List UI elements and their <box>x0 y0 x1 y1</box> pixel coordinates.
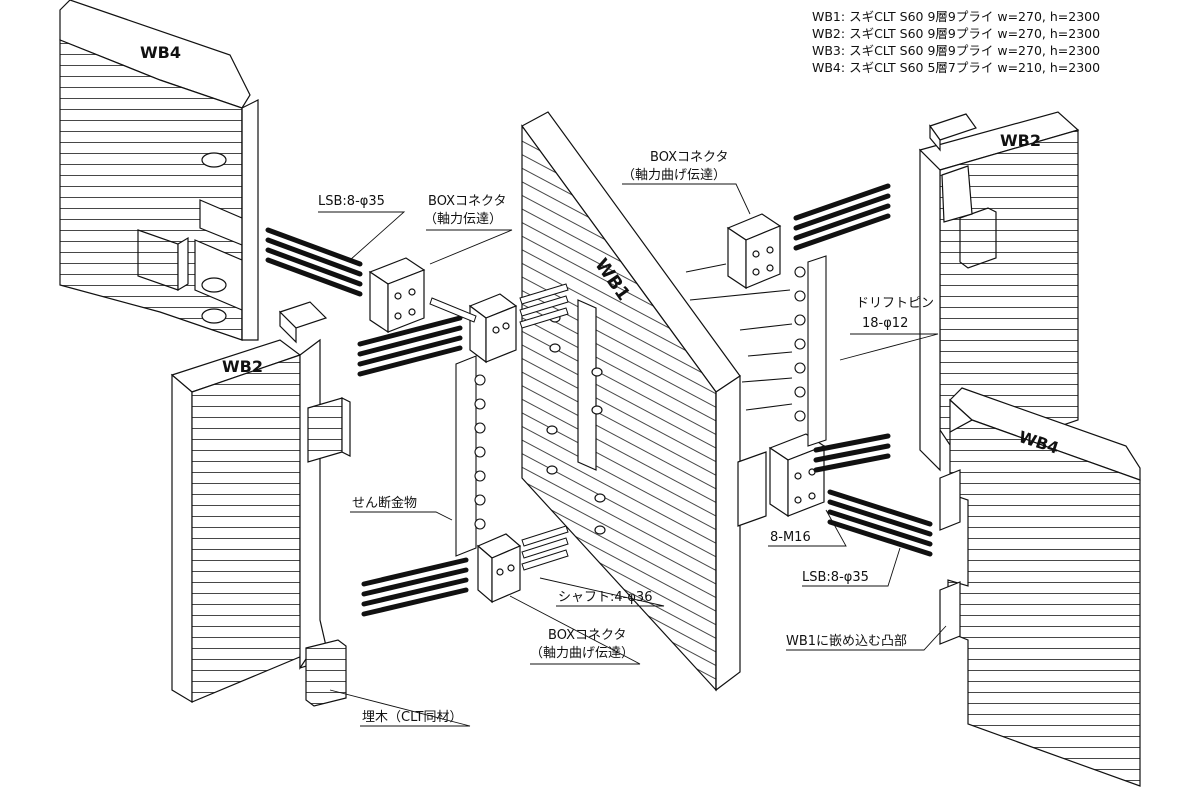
lsb-bundle-upper-left <box>265 227 363 297</box>
panel-wb4-right <box>939 387 1141 787</box>
label-box-connector-lower-sub: （軸力曲げ伝達） <box>530 646 635 661</box>
box-connector-mid-left <box>468 293 518 364</box>
label-lsb-upper: LSB:8-φ35 <box>318 194 385 209</box>
shafts-lower <box>521 525 569 571</box>
label-lsb-lower: LSB:8-φ35 <box>802 570 869 585</box>
label-filler-wood: 埋木（CLT同材） <box>362 710 463 725</box>
panel-name-wb2-right: WB2 <box>1000 131 1041 150</box>
leader-lines <box>318 183 947 727</box>
panel-wb2-left <box>170 301 351 707</box>
legend-line-wb4: WB4: スギCLT S60 5層7プライ w=210, h=2300 <box>812 60 1101 75</box>
lsb-bundle-mid-left <box>357 315 463 377</box>
label-wb1-protrusion: WB1に嵌め込む凸部 <box>786 634 908 649</box>
lsb-bundle-lower-right <box>827 489 933 557</box>
box-connector-lower-left <box>476 533 522 604</box>
label-box-connector-upper-right: BOXコネクタ <box>650 150 729 165</box>
box-connector-upper-right <box>726 213 782 290</box>
shear-hardware-column <box>455 355 486 557</box>
label-shaft: シャフト:4-φ36 <box>558 590 653 605</box>
panel-name-wb2-left: WB2 <box>222 357 263 376</box>
legend-line-wb3: WB3: スギCLT S60 9層9プライ w=270, h=2300 <box>812 43 1101 58</box>
panel-wb1-center <box>521 111 741 692</box>
box-connector-lower-right <box>737 433 826 527</box>
label-m16: 8-M16 <box>770 530 811 545</box>
box-connector-upper-left <box>368 257 426 334</box>
specification-legend: WB1: スギCLT S60 9層9プライ w=270, h=2300 WB2:… <box>812 8 1100 76</box>
label-box-connector-lower: BOXコネクタ <box>548 628 627 643</box>
legend-line-wb2: WB2: スギCLT S60 9層9プライ w=270, h=2300 <box>812 26 1101 41</box>
label-box-connector-upper-left: BOXコネクタ <box>428 194 507 209</box>
label-drift-pin: ドリフトピン <box>856 296 935 311</box>
label-box-connector-upper-right-sub: （軸力曲げ伝達） <box>622 168 727 183</box>
legend-line-wb1: WB1: スギCLT S60 9層9プライ w=270, h=2300 <box>812 9 1101 24</box>
label-drift-pin-spec: 18-φ12 <box>862 316 909 331</box>
panel-name-wb4-left: WB4 <box>140 43 181 62</box>
lsb-bundle-upper-right <box>793 183 891 251</box>
label-box-connector-upper-left-sub: （軸力伝達） <box>424 212 503 227</box>
shafts-upper <box>429 283 569 329</box>
label-shear-hardware: せん断金物 <box>352 496 418 511</box>
lsb-bundle-mid-right <box>813 433 891 473</box>
panel-wb4-left <box>59 0 259 341</box>
lsb-bundle-lower-left <box>361 557 469 617</box>
drift-pin-column <box>685 255 827 447</box>
